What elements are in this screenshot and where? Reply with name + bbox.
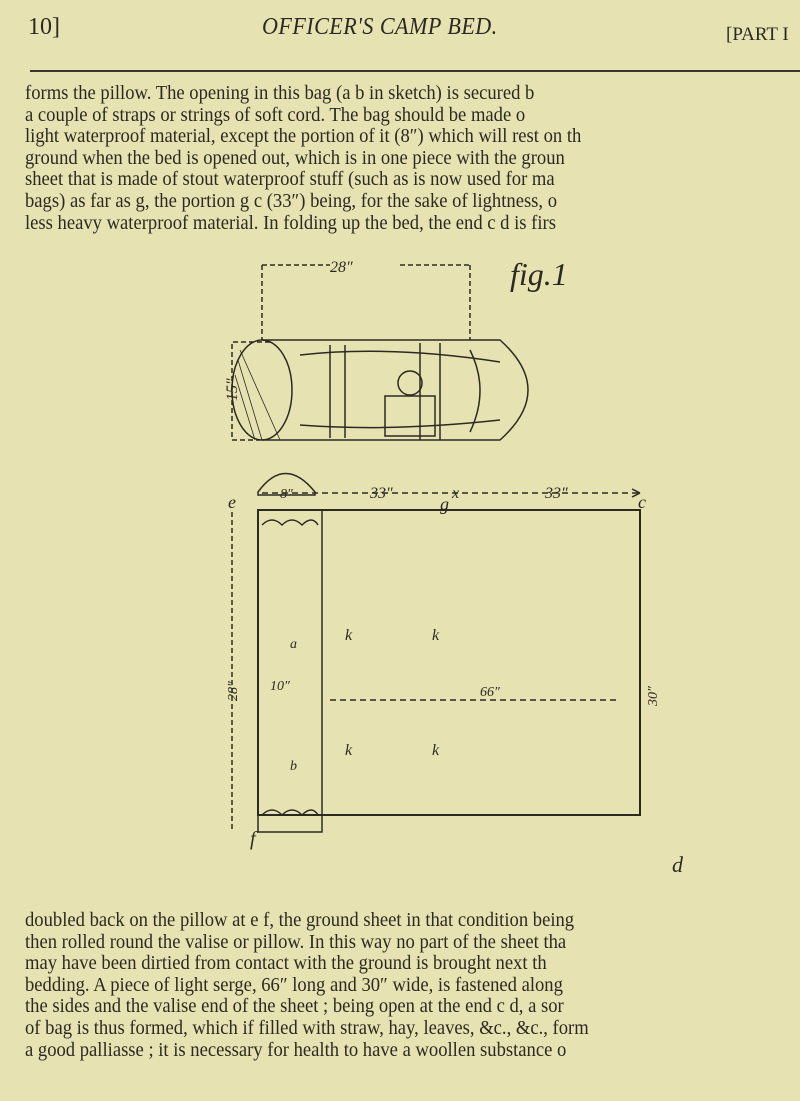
fig2-dim-pillow: 8″ (280, 487, 293, 502)
label-g: g (440, 494, 449, 514)
text-line: light waterproof material, except the po… (25, 125, 582, 148)
text-line: a couple of straps or strings of soft co… (25, 103, 526, 126)
label-k: k (345, 742, 353, 759)
text-line: ground when the bed is opened out, which… (25, 146, 565, 169)
text-line: forms the pillow. The opening in this ba… (25, 82, 535, 104)
fig1-height-dim: 15″ (224, 378, 241, 401)
fig2-dim-width: 30″ (646, 686, 661, 707)
text-line: the sides and the valise end of the shee… (25, 995, 564, 1018)
text-line: doubled back on the pillow at e f, the g… (25, 909, 575, 931)
fig1-width-dim: 28″ (330, 259, 353, 276)
fig2-dim-length: 66″ (480, 685, 500, 700)
label-c: c (638, 492, 646, 512)
label-a: a (290, 637, 297, 652)
paragraph-top: forms the pillow. The opening in this ba… (25, 82, 769, 234)
page-title: OFFICER'S CAMP BED. (262, 14, 498, 40)
part-label: [PART I (726, 24, 789, 45)
text-line: bedding. A piece of light serge, 66″ lon… (25, 973, 563, 996)
label-k: k (432, 742, 440, 759)
fig2-dim-end: 33″ (544, 485, 568, 502)
fig2-dim-x: x (451, 485, 459, 502)
fig2-dim-side: 28″ (226, 681, 241, 701)
label-k: k (432, 627, 440, 644)
fig2-dim-valise: 10″ (270, 679, 290, 694)
label-e: e (228, 492, 236, 512)
text-line: less heavy waterproof material. In foldi… (25, 211, 556, 234)
text-line: of bag is thus formed, which if filled w… (25, 1016, 589, 1039)
fig2-dim-mid: 33″ (369, 485, 393, 502)
text-line: then rolled round the valise or pillow. … (25, 930, 567, 953)
page-number: 10] (28, 14, 60, 40)
label-b: b (290, 759, 297, 774)
header-rule (30, 70, 800, 72)
figure-label: fig.1 (510, 256, 568, 292)
paragraph-bottom: doubled back on the pillow at e f, the g… (25, 909, 769, 1061)
text-line: bags) as far as g, the portion g c (33″)… (25, 189, 558, 212)
label-k: k (345, 627, 353, 644)
text-line: a good palliasse ; it is necessary for h… (25, 1038, 567, 1061)
text-line: may have been dirtied from contact with … (25, 952, 547, 975)
label-f: f (250, 828, 258, 850)
label-d: d (672, 852, 684, 877)
text-line: sheet that is made of stout waterproof s… (25, 168, 555, 191)
running-header: 10] OFFICER'S CAMP BED. [PART I (0, 8, 800, 48)
